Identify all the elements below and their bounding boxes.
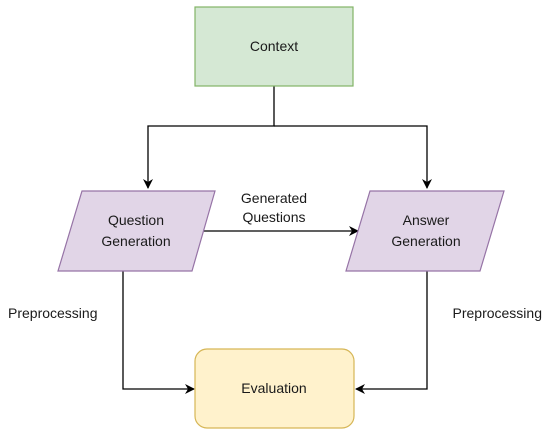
answer-generation-shape (345, 190, 505, 272)
question-generation-label-line2: Generation (101, 233, 170, 249)
preprocessing-right-label: Preprocessing (453, 305, 543, 321)
generated-questions-label-line2: Questions (242, 209, 305, 225)
question-generation-node: Question Generation (57, 190, 216, 272)
generated-questions-label-line1: Generated (241, 190, 307, 206)
question-generation-shape (57, 190, 216, 272)
connectors (122, 86, 432, 394)
question-to-evaluation-edge (122, 271, 195, 394)
answer-generation-label-line1: Answer (403, 212, 450, 228)
context-node: Context (194, 6, 354, 87)
evaluation-node: Evaluation (194, 348, 355, 429)
context-to-question-edge (143, 86, 275, 189)
evaluation-box (194, 348, 355, 429)
answer-generation-node: Answer Generation (345, 190, 505, 272)
question-generation-label-line1: Question (108, 212, 164, 228)
evaluation-label: Evaluation (241, 380, 306, 396)
context-box (194, 6, 354, 87)
preprocessing-left-label: Preprocessing (8, 305, 98, 321)
answer-generation-label-line2: Generation (391, 233, 460, 249)
context-to-answer-edge (274, 125, 432, 189)
context-label: Context (250, 38, 298, 54)
answer-to-evaluation-edge (355, 271, 428, 394)
